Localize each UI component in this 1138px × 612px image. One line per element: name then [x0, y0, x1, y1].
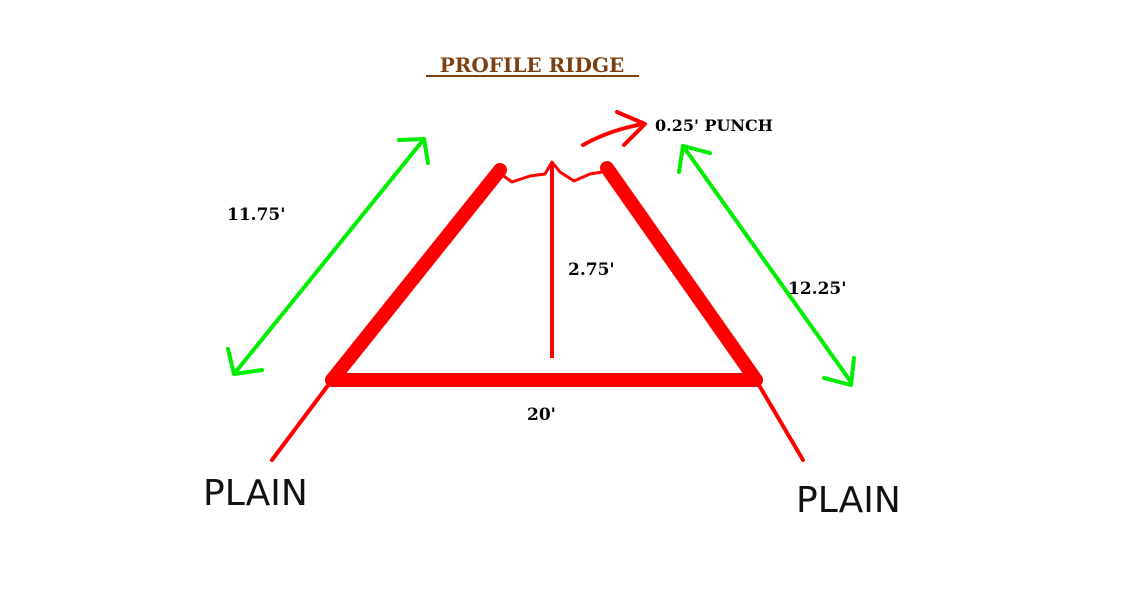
punch-label: 0.25' PUNCH	[655, 116, 773, 135]
left-slope-label: 11.75'	[227, 205, 285, 225]
plain-line-right	[754, 378, 805, 462]
plain-label-left: PLAIN	[203, 473, 308, 514]
left-slope-dimension-arrow	[226, 137, 430, 376]
base-label: 20'	[527, 405, 556, 425]
ridge-right-slope	[600, 161, 763, 387]
ridge-left-slope	[325, 163, 507, 387]
ridge-top-surface	[497, 160, 609, 184]
punch-arrow	[581, 110, 647, 147]
diagram-title: PROFILE RIDGE	[440, 53, 625, 77]
height-label: 2.75'	[568, 260, 615, 280]
right-slope-label: 12.25'	[788, 279, 846, 299]
plain-label-right: PLAIN	[796, 480, 901, 521]
right-slope-dimension-arrow	[677, 144, 856, 387]
plain-line-left	[270, 378, 334, 462]
